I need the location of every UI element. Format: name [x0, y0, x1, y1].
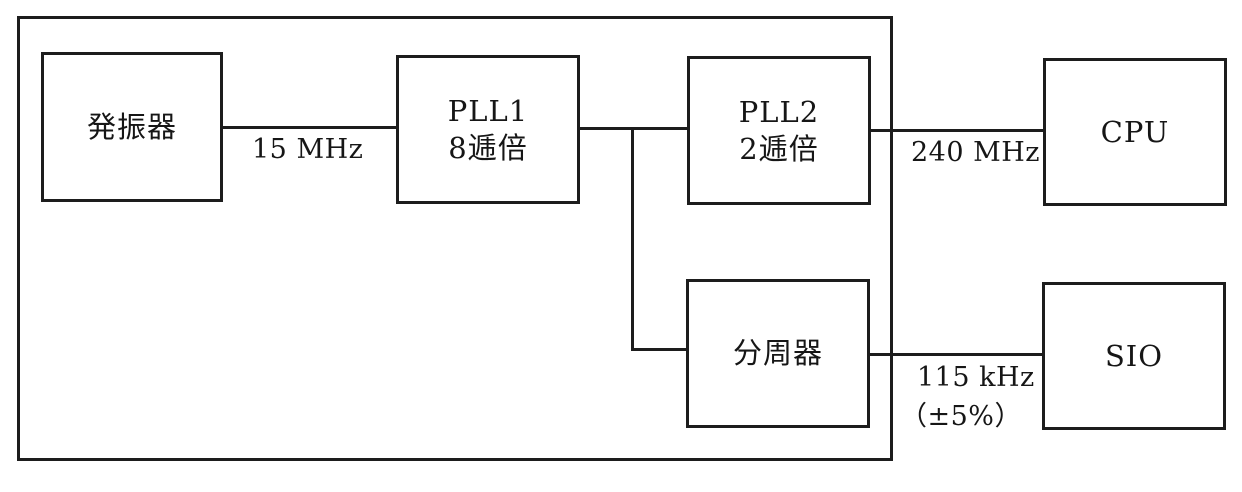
oscillator-block: 発振器	[41, 52, 223, 202]
pll2-label-line1: PLL2	[738, 95, 820, 130]
cpu-block: CPU	[1043, 58, 1227, 206]
wire-branch-to-divider	[631, 348, 688, 351]
divider-label: 分周器	[732, 336, 823, 371]
sio-label: SIO	[1104, 338, 1164, 373]
pll1-label-line2: 8逓倍	[448, 130, 528, 165]
freq-label-15mhz: 15 MHz	[252, 134, 364, 165]
pll1-label-line1: PLL1	[447, 94, 529, 129]
divider-block: 分周器	[686, 279, 870, 428]
cpu-label: CPU	[1100, 114, 1170, 149]
pll2-block: PLL2 2逓倍	[687, 56, 871, 205]
pll2-label-line2: 2逓倍	[739, 131, 819, 166]
freq-label-115khz: 115 kHz	[917, 362, 1035, 393]
freq-tolerance-label: （±5%）	[900, 401, 1022, 432]
chip-boundary-rect	[17, 16, 893, 461]
wire-branch-vertical	[631, 127, 634, 351]
wire-divider-to-sio	[868, 353, 1044, 356]
oscillator-label: 発振器	[86, 109, 177, 144]
pll1-block: PLL1 8逓倍	[396, 55, 580, 204]
freq-label-240mhz: 240 MHz	[911, 137, 1041, 168]
sio-block: SIO	[1042, 282, 1226, 430]
wire-pll2-to-cpu	[869, 129, 1045, 132]
wire-oscillator-to-pll1	[221, 126, 398, 129]
